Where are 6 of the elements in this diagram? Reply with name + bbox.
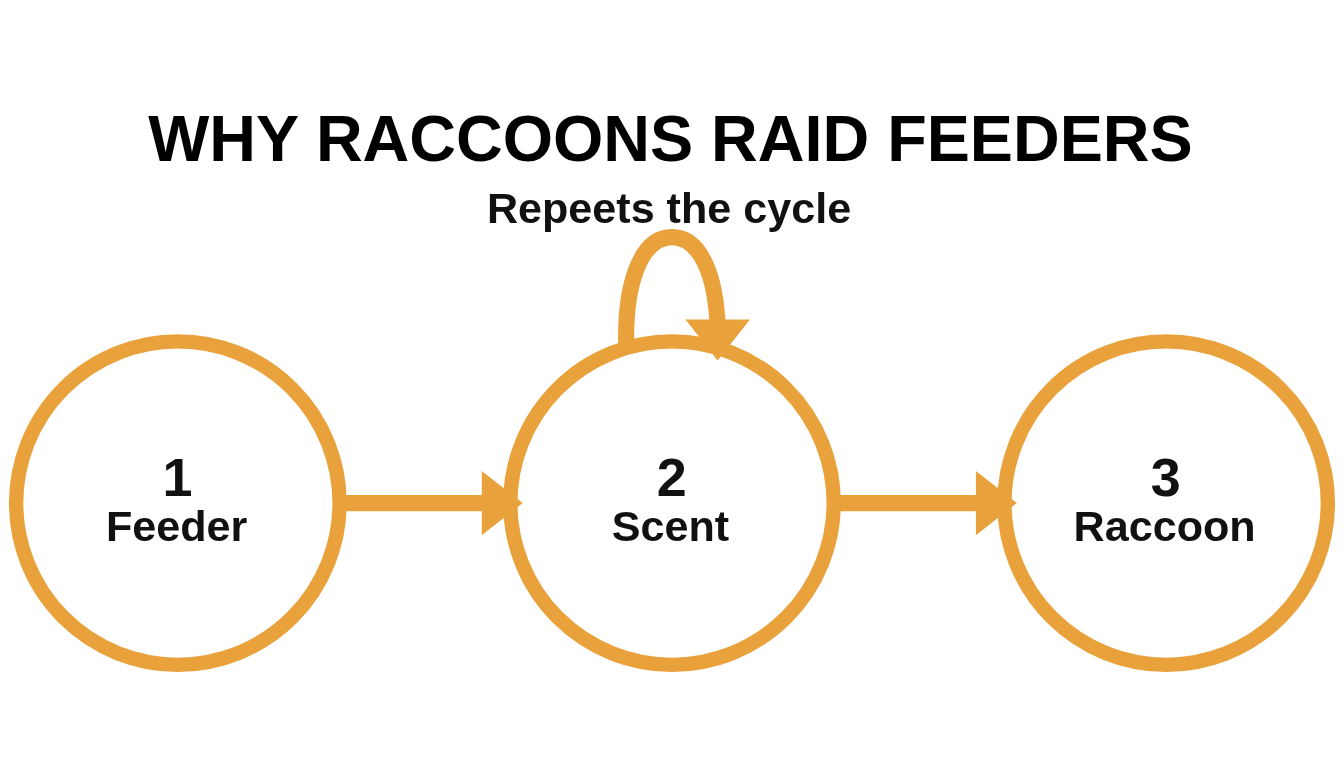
node-circle: 3 Raccoon xyxy=(997,333,1336,672)
node-circle: 1 Feeder xyxy=(8,333,347,672)
edge-label: Repeets the cycle xyxy=(486,183,852,232)
arrow xyxy=(618,228,750,360)
diagram-title: WHY RACCOONS RAID FEEDERS xyxy=(148,101,1193,175)
node-circle: 2 Scent xyxy=(503,333,841,672)
